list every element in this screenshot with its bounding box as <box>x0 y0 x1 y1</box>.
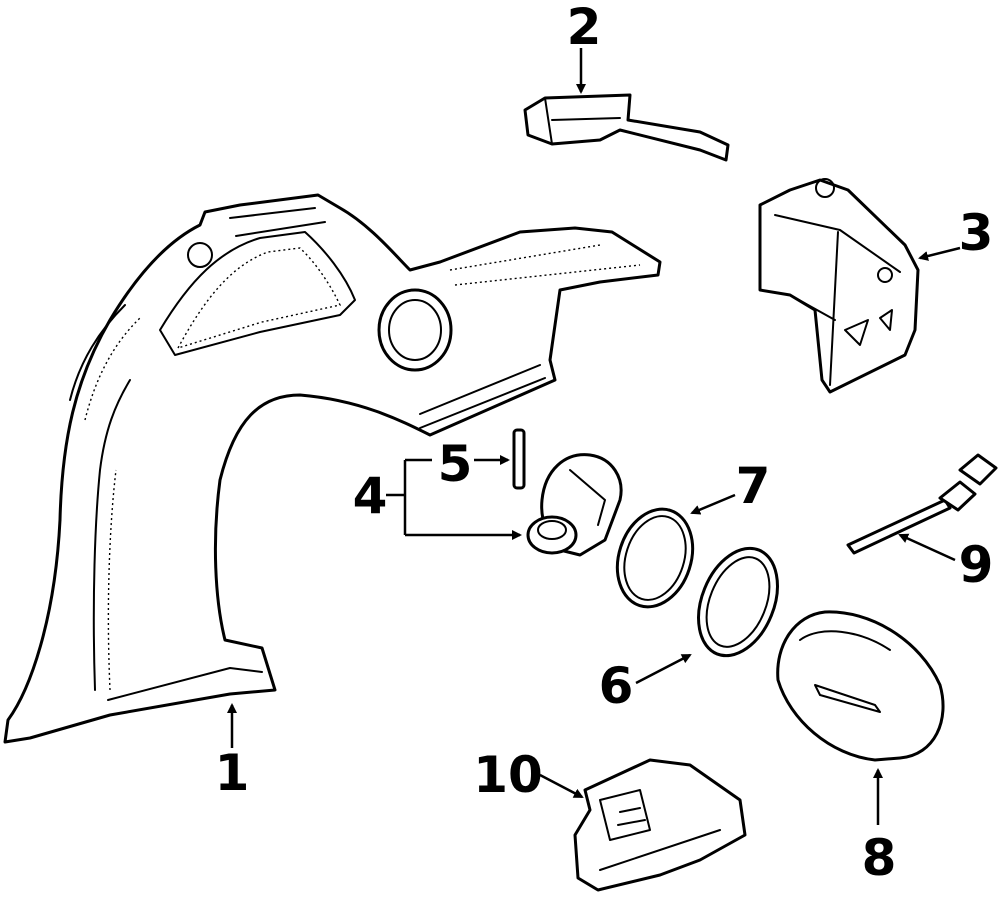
callout-4: 4 <box>353 467 388 525</box>
leader-6 <box>635 653 692 685</box>
callout-2: 2 <box>567 0 602 56</box>
callout-6: 6 <box>599 657 634 715</box>
callout-10: 10 <box>473 746 543 804</box>
callout-8: 8 <box>862 829 897 887</box>
part-9-rod <box>846 453 998 555</box>
part-3-housing <box>758 178 920 394</box>
callout-labels: 1 2 3 4 5 6 7 8 9 10 <box>215 0 994 887</box>
leader-9 <box>898 533 956 562</box>
part-2-bracket <box>523 93 730 162</box>
part-6-retainer <box>697 546 779 658</box>
part-5-pin <box>512 428 526 490</box>
callout-3: 3 <box>959 204 994 262</box>
callout-7: 7 <box>736 457 771 515</box>
callout-9: 9 <box>959 536 994 594</box>
callout-5: 5 <box>438 435 473 493</box>
leader-4-bracket <box>403 458 520 535</box>
leader-7 <box>690 493 736 515</box>
leader-10 <box>539 773 584 799</box>
part-7-seal <box>615 507 695 609</box>
leaders <box>227 48 961 825</box>
part-10-plate <box>573 758 747 892</box>
callout-1: 1 <box>215 744 250 802</box>
part-8-fuel-door <box>776 610 945 762</box>
part-1-quarter-panel <box>3 193 662 744</box>
part-4-filler-housing <box>526 453 623 557</box>
leader-3 <box>918 246 961 261</box>
